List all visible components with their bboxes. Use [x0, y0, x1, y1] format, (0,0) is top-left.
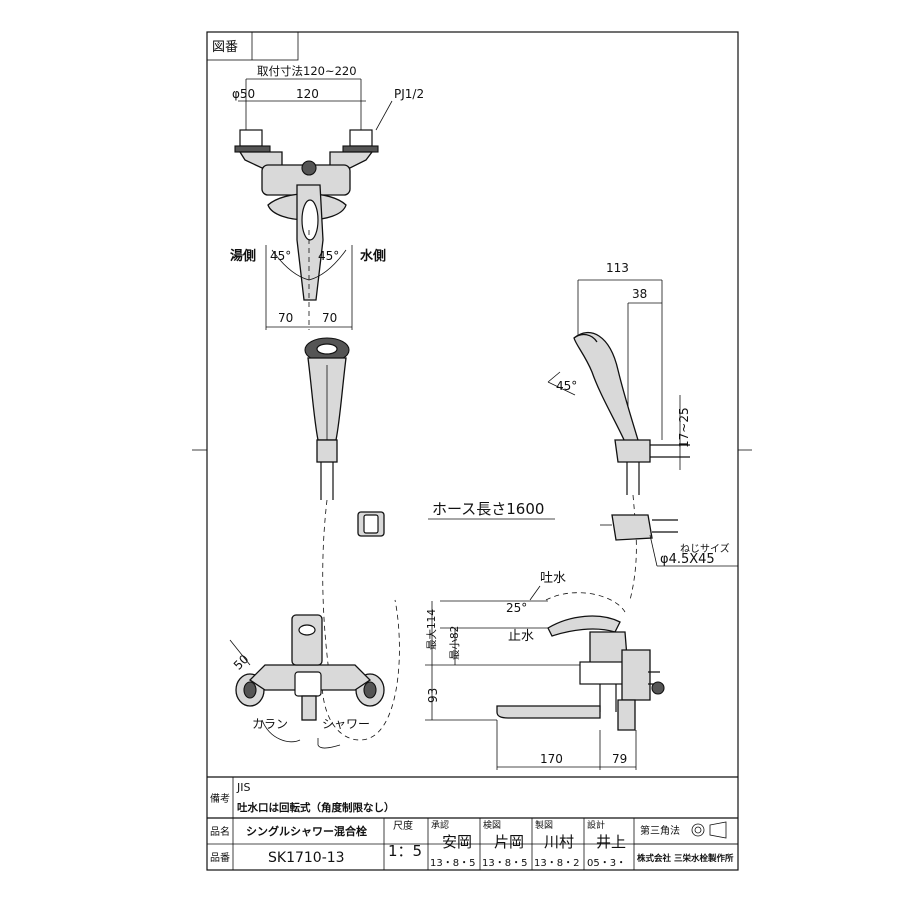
wall-hook: ねじサイズ φ4.5X45	[600, 514, 738, 567]
shower-side-view: 113 38 45° 17~25	[547, 261, 691, 601]
third-angle-projection-icon	[691, 821, 727, 839]
sekkei-name: 井上	[596, 833, 626, 851]
angle-25-label: 25°	[506, 601, 527, 615]
shakudo-label: 尺度	[393, 819, 413, 832]
mount-range-label: 取付寸法120~220	[257, 64, 357, 78]
angle-right-label: 45°	[318, 249, 339, 263]
spout-side	[496, 705, 601, 719]
shower-label: シャワー	[322, 717, 370, 731]
faucet-side-view: 吐水 25° 止水 最大114 最小82 93 170 79	[425, 571, 665, 770]
dim-50-label: 50	[231, 652, 252, 673]
seizu-date: 13・8・2	[534, 858, 579, 869]
seizu-label: 製図	[535, 819, 553, 831]
top-view: 50 カラン シャワー	[229, 614, 385, 749]
hinban-label: 品番	[210, 852, 230, 864]
shakudo-value: 1：5	[388, 842, 422, 860]
pj-label: PJ1/2	[394, 87, 424, 101]
biko-line1: JIS	[236, 781, 250, 794]
hose-left	[322, 499, 331, 681]
dim-170-label: 170	[540, 752, 563, 766]
hinban-value: SK1710-13	[268, 850, 345, 866]
zuban-label: 図番	[212, 40, 238, 55]
dim-113-label: 113	[606, 261, 629, 275]
sekkei-label: 設計	[587, 819, 605, 831]
seizu-name: 川村	[544, 833, 574, 851]
drawing-border	[206, 31, 739, 871]
karan-label: カラン	[252, 717, 288, 731]
kenzu-label: 検図	[483, 819, 501, 831]
company-name: 株式会社 三栄水栓製作所	[637, 853, 734, 864]
shower-head-front	[304, 337, 400, 741]
biko-label: 備考	[210, 792, 230, 805]
cold-side-label: 水側	[360, 248, 386, 264]
biko-line2: 吐水口は回転式（角度制限なし）	[237, 801, 395, 814]
max114-label: 最大114	[425, 609, 438, 650]
dim-70-left-label: 70	[278, 311, 293, 325]
dim-120-label: 120	[296, 87, 319, 101]
shower-hook	[614, 439, 651, 463]
dim-17-25-label: 17~25	[677, 407, 691, 448]
screw-size-value: φ4.5X45	[660, 552, 715, 567]
title-block: 備考 JIS 吐水口は回転式（角度制限なし） 品名 シングルシャワー混合栓 品番…	[207, 776, 738, 870]
stop-water-label: 止水	[508, 629, 534, 644]
sekkei-date: 05・3・	[587, 858, 626, 869]
shower-handle-side	[573, 332, 639, 443]
dim-93-label: 93	[426, 688, 440, 703]
kenzu-name: 片岡	[494, 833, 524, 851]
spout-water-label: 吐水	[540, 571, 566, 586]
hinmei-value: シングルシャワー混合栓	[246, 824, 367, 838]
projection-label: 第三角法	[640, 824, 680, 837]
shonin-date: 13・8・5	[430, 858, 475, 869]
kenzu-date: 13・8・5	[482, 858, 527, 869]
phi50-label: φ50	[232, 87, 255, 101]
hose-length-label: ホース長さ1600	[432, 500, 544, 518]
angle-left-label: 45°	[270, 249, 291, 263]
dim-38-label: 38	[632, 287, 647, 301]
hinmei-label: 品名	[210, 825, 230, 838]
dim-70-right-label: 70	[322, 311, 337, 325]
shonin-label: 承認	[431, 819, 449, 831]
screw-size-label: ねじサイズ	[680, 542, 730, 555]
angle-head-label: 45°	[556, 379, 577, 393]
hose-clip	[357, 511, 385, 537]
front-view: 取付寸法120~220 φ50 120 PJ1/2 湯側 水側 45° 45° …	[230, 64, 424, 330]
zuban-box	[206, 31, 299, 61]
dim-79-label: 79	[612, 752, 627, 766]
top-lever	[291, 614, 323, 666]
shonin-name: 安岡	[442, 833, 472, 851]
hot-side-label: 湯側	[230, 248, 256, 264]
